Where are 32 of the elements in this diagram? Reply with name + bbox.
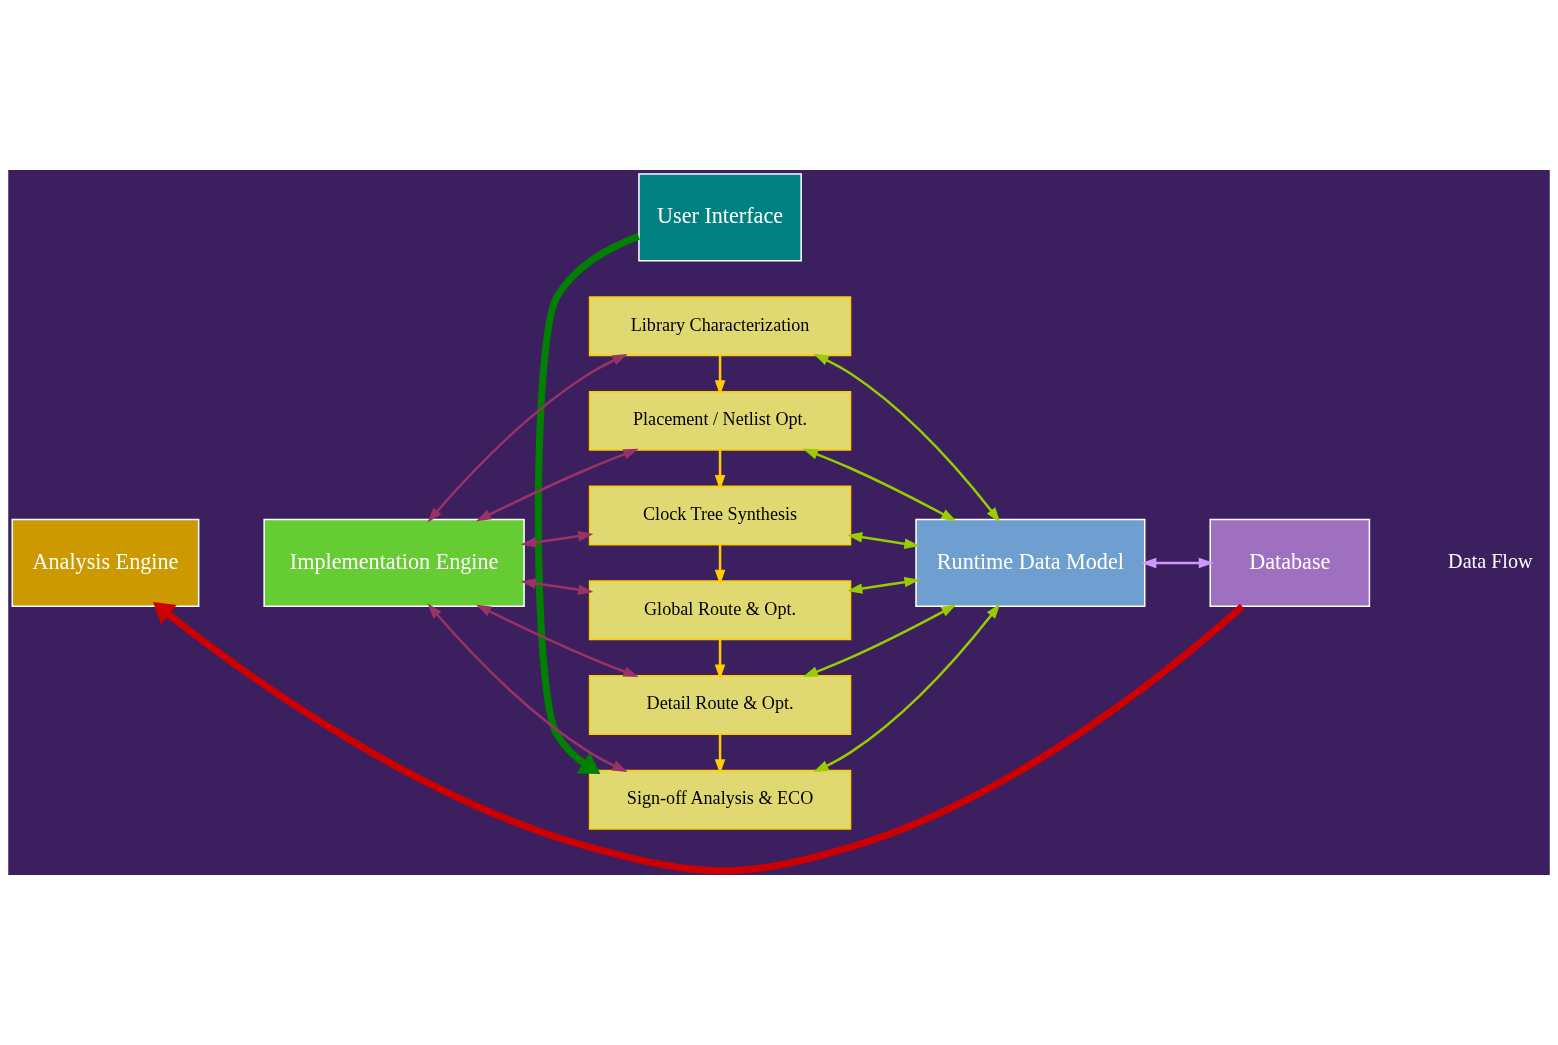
arrow xyxy=(847,576,920,594)
arrow xyxy=(476,448,639,522)
arrow xyxy=(813,603,1001,773)
label: Data Flow xyxy=(1448,549,1533,572)
arrow xyxy=(534,233,640,775)
arrow xyxy=(427,353,628,523)
node-box: User Interface xyxy=(638,173,802,262)
arrow xyxy=(1141,557,1214,569)
node-box: Sign-off Analysis & ECO xyxy=(588,769,852,830)
node-box: Analysis Engine xyxy=(11,518,200,607)
arrow xyxy=(714,545,726,585)
arrow xyxy=(714,355,726,396)
arrow xyxy=(520,578,594,595)
node-box: Database xyxy=(1209,518,1371,607)
arrow xyxy=(813,353,1001,523)
node-box: Global Route & Opt. xyxy=(588,580,852,641)
arrow xyxy=(802,448,957,522)
arrow xyxy=(153,602,1245,875)
node-box: Detail Route & Opt. xyxy=(588,675,852,735)
arrow xyxy=(714,734,726,775)
node-box: Placement / Netlist Opt. xyxy=(588,390,852,451)
arrow xyxy=(802,604,957,678)
arrow xyxy=(520,530,594,548)
node-box: Library Characterization xyxy=(588,296,852,357)
arrow xyxy=(714,450,726,491)
node-box: Clock Tree Synthesis xyxy=(588,485,852,546)
node-box: Runtime Data Model xyxy=(915,518,1146,607)
arrow xyxy=(847,532,920,549)
arrow xyxy=(714,639,726,680)
arrow xyxy=(476,604,639,678)
arrow xyxy=(427,603,628,772)
node-box: Implementation Engine xyxy=(263,518,525,607)
